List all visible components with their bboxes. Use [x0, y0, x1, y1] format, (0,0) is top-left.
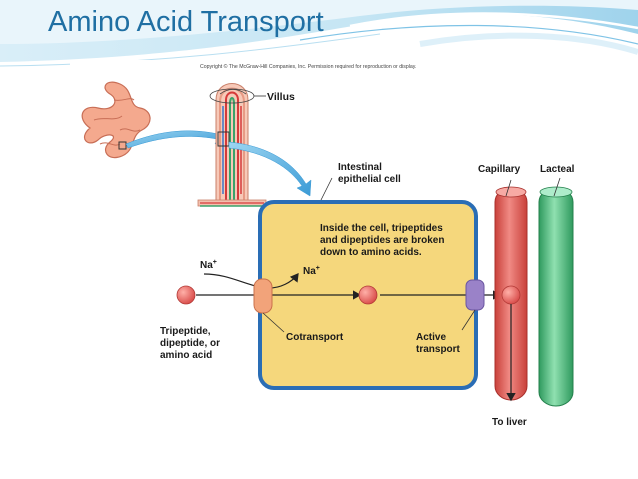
na-outside-label: Na+ [200, 259, 217, 271]
amino-acid-transport-diagram: Copyright © The McGraw-Hill Companies, I… [81, 63, 575, 428]
capillary-label: Capillary [478, 164, 521, 175]
copyright-notice: Copyright © The McGraw-Hill Companies, I… [200, 63, 416, 70]
intestinal-cell-label-line1: Intestinal [338, 162, 382, 173]
zoom-arrow-to-cell [228, 141, 312, 197]
tripeptide-label-line1: Tripeptide, [160, 326, 211, 337]
to-liver-label: To liver [492, 417, 527, 428]
active-transport-label-line1: Active [416, 332, 446, 343]
cotransport-label: Cotransport [286, 332, 344, 343]
header-wave-decoration [0, 0, 638, 67]
intestinal-cell-label-line2: epithelial cell [338, 174, 401, 185]
active-transporter-protein [465, 279, 485, 311]
amino-acid-inside [358, 285, 378, 305]
lacteal-label: Lacteal [540, 164, 575, 175]
small-intestine-illustration [81, 81, 151, 159]
amino-acid-outside [176, 285, 196, 305]
slide-title: Amino Acid Transport [48, 6, 324, 38]
tripeptide-label-line3: amino acid [160, 350, 212, 361]
amino-acid-in-capillary [501, 285, 521, 305]
cotransporter-protein [253, 278, 273, 314]
inside-cell-text-line2: and dipeptides are broken [320, 235, 444, 246]
inside-cell-text-line1: Inside the cell, tripeptides [320, 223, 443, 234]
tripeptide-label-line2: dipeptide, or [160, 338, 220, 349]
na-inside-label: Na+ [303, 265, 320, 277]
lacteal-vessel [538, 186, 574, 407]
villus-label: Villus [267, 91, 295, 103]
active-transport-label-line2: transport [416, 344, 461, 355]
inside-cell-text-line3: down to amino acids. [320, 247, 422, 258]
diagram-figure: Copyright © The McGraw-Hill Companies, I… [70, 60, 580, 432]
